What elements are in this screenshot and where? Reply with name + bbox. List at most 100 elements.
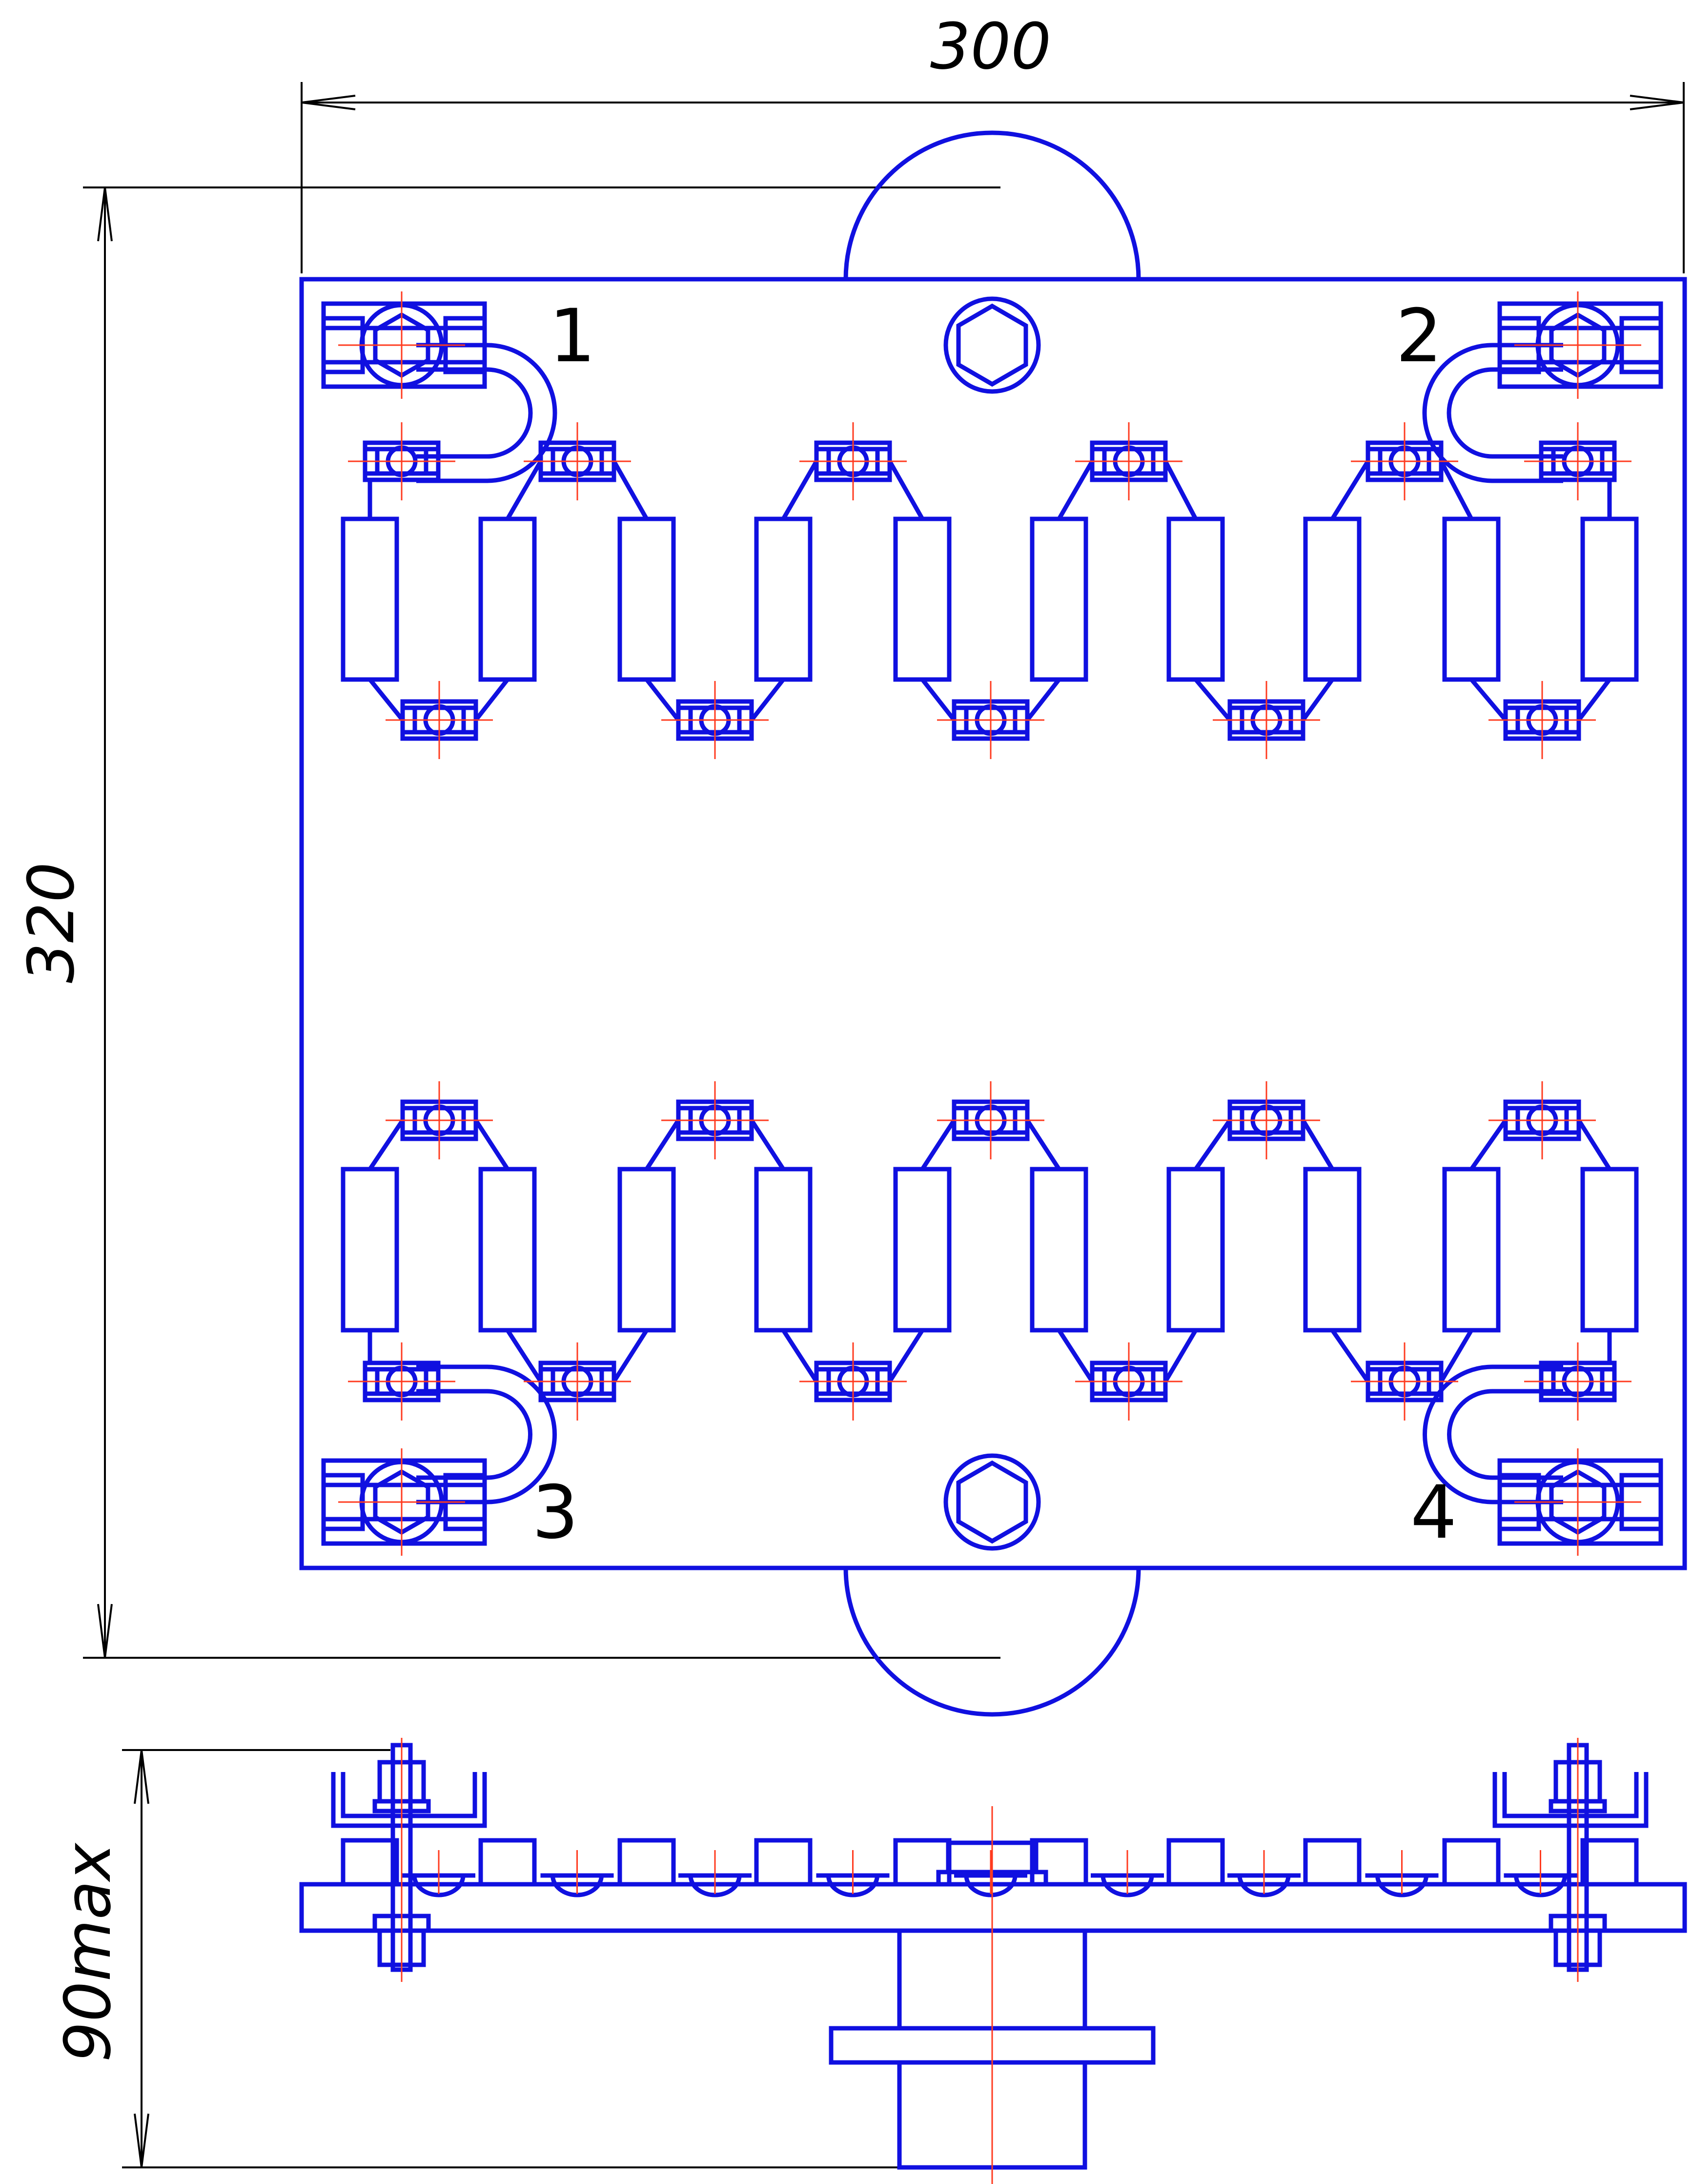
terminal-hook-inner (1447, 1389, 1563, 1480)
resistor-element (478, 516, 537, 682)
terminal-hook (416, 1364, 557, 1504)
connector-line (781, 460, 818, 520)
connector-line (1194, 678, 1232, 721)
resistor-element (1030, 1167, 1088, 1333)
side-plate (299, 1882, 1687, 1933)
terminal-hook-inner (416, 367, 533, 459)
side-height-dimension-label: 90max (51, 1842, 125, 2062)
bottom-lug (843, 1567, 1141, 1717)
connector-line (750, 1119, 785, 1171)
resistor-element (754, 516, 813, 682)
side-resistor (1580, 1838, 1639, 1887)
connector-line (1025, 1119, 1061, 1171)
terminal-hook (1423, 1364, 1563, 1504)
connector-line (1163, 460, 1198, 520)
connector-line (888, 460, 924, 520)
side-view (299, 1743, 1687, 2170)
resistor-element (341, 516, 399, 682)
resistor-element (1030, 516, 1088, 682)
side-resistor (1166, 1838, 1225, 1887)
center-hex-nut-top (943, 296, 1041, 394)
side-resistor (893, 1838, 952, 1887)
resistor-element (893, 516, 952, 682)
height-dimension-label: 320 (14, 862, 88, 983)
side-clamp (1514, 1875, 1567, 1897)
connector-line (1163, 1329, 1198, 1383)
resistor-element (478, 1167, 537, 1333)
connector-line (920, 1119, 956, 1171)
connector-line (1577, 678, 1611, 721)
side-resistor (341, 1838, 399, 1887)
resistor-element (1580, 1167, 1639, 1333)
connector-line (750, 678, 785, 721)
connector-line (645, 1119, 680, 1171)
connector-line (612, 1329, 649, 1383)
corner-terminal (1422, 301, 1663, 483)
connector-line (474, 1119, 510, 1171)
resistor-element (617, 516, 676, 682)
corner-label-3: 3 (532, 1470, 578, 1555)
resistor-element (617, 1167, 676, 1333)
connector-line (506, 460, 543, 520)
top-lug (843, 130, 1141, 280)
width-dimension-label: 300 (930, 9, 1051, 83)
resistor-element (1442, 516, 1501, 682)
corner-terminal (1423, 1364, 1663, 1546)
connector-line (1057, 1329, 1094, 1383)
terminal-hook (416, 343, 557, 483)
resistor-element (1166, 516, 1225, 682)
top-view (299, 130, 1687, 1717)
connector-line (645, 678, 680, 721)
connector-line (1301, 1119, 1334, 1171)
corner-label-1: 1 (549, 294, 595, 379)
centerlines (338, 291, 1641, 2184)
side-clamp (550, 1875, 604, 1897)
terminal-hook-inner (1447, 367, 1563, 459)
connector-line (1194, 1119, 1232, 1171)
corner-terminal (321, 1364, 557, 1546)
terminal-hook-inner (416, 1389, 532, 1480)
terminal-hook (1422, 343, 1563, 483)
resistor-element (893, 1167, 952, 1333)
side-clamp (1375, 1875, 1428, 1897)
side-clamp (1101, 1875, 1154, 1897)
connector-line (1469, 678, 1508, 721)
connector-line (1301, 678, 1334, 721)
side-resistor (1030, 1838, 1088, 1887)
connector-line (1025, 678, 1061, 721)
connector-line (612, 460, 649, 520)
resistor-element (754, 1167, 813, 1333)
connector-line (920, 678, 956, 721)
connector-line (1330, 460, 1370, 520)
connector-line (1439, 460, 1473, 520)
corner-label-4: 4 (1410, 1470, 1457, 1555)
connector-line (1577, 1119, 1611, 1171)
base-plate (299, 277, 1687, 1570)
connector-line (781, 1329, 818, 1383)
resistor-element (1303, 1167, 1362, 1333)
center-hex-nut-bottom (943, 1453, 1041, 1551)
side-resistor (1303, 1838, 1362, 1887)
side-clamp (826, 1875, 879, 1897)
resistor-element (341, 1167, 399, 1333)
side-resistor (754, 1838, 813, 1887)
connector-line (1439, 1329, 1473, 1383)
connector-line (506, 1329, 543, 1383)
resistor-element (1303, 516, 1362, 682)
connector-line (1469, 1119, 1508, 1171)
side-resistor (1442, 1838, 1501, 1887)
side-clamp (688, 1875, 742, 1897)
side-corner-bolt (1492, 1743, 1649, 1972)
dimension-lines (83, 82, 1685, 2168)
side-resistor (478, 1838, 537, 1887)
side-clamp (1237, 1875, 1291, 1897)
connector-line (368, 1119, 405, 1171)
connector-line (368, 678, 405, 721)
resistor-element (1166, 1167, 1225, 1333)
connector-line (474, 678, 510, 721)
side-resistor (617, 1838, 676, 1887)
connector-line (888, 1329, 924, 1383)
resistor-element (1442, 1167, 1501, 1333)
connector-line (1057, 460, 1094, 520)
